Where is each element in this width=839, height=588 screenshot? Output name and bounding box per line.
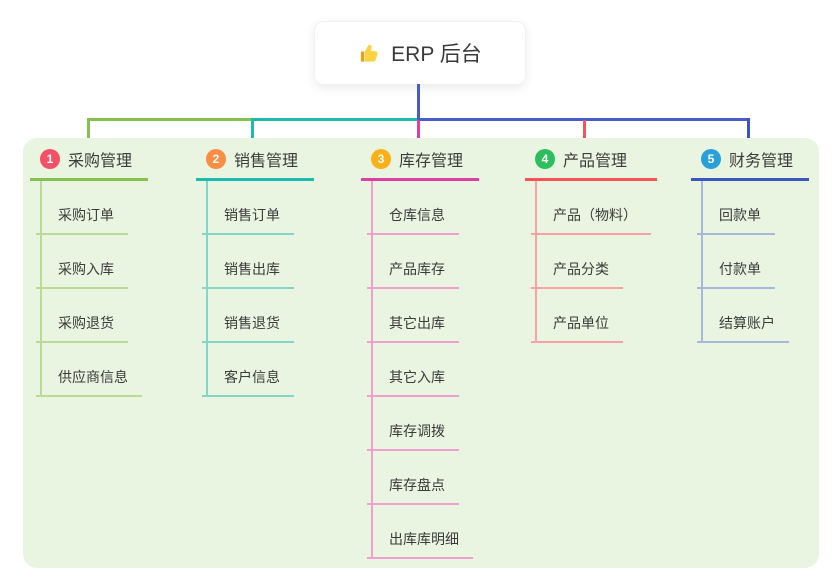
connector-drop-branch5 [747,118,750,145]
child-node-label: 结算账户 [697,313,789,343]
child-node-label: 出库库明细 [367,529,473,559]
child-node[interactable]: 库存调拨 [367,397,479,451]
branch-children: 产品（物料） 产品分类产品单位 [531,181,657,343]
root-node[interactable]: ERP 后台 [314,21,526,85]
connector-horizontal-branch1 [87,118,253,121]
child-node-label: 销售出库 [202,259,294,289]
connector-drop-branch3 [417,120,420,145]
child-node[interactable]: 销售退货 [202,289,314,343]
child-node-label: 其它出库 [367,313,459,343]
child-node-label: 库存盘点 [367,475,459,505]
connector-drop-branch1 [87,118,90,145]
child-node[interactable]: 销售出库 [202,235,314,289]
child-node[interactable]: 仓库信息 [367,181,479,235]
branch-column-2: 2 销售管理 销售订单销售出库销售退货客户信息 [196,147,314,397]
thumbs-up-icon [361,44,378,62]
connector-drop-branch2 [251,118,254,145]
child-node-label: 产品库存 [367,259,459,289]
branch-title[interactable]: 3 库存管理 [361,147,479,181]
branch-column-5: 5 财务管理 回款单付款单结算账户 [691,147,809,343]
child-node[interactable]: 销售订单 [202,181,314,235]
child-node-label: 库存调拨 [367,421,459,451]
branch-children: 回款单付款单结算账户 [697,181,809,343]
child-node[interactable]: 采购入库 [36,235,148,289]
badge-number: 2 [206,149,226,169]
connector-drop-branch4 [583,120,586,145]
badge-number: 3 [371,149,391,169]
root-label: ERP 后台 [391,43,482,66]
child-node[interactable]: 付款单 [697,235,809,289]
branch-title-label: 财务管理 [729,153,794,170]
child-node[interactable]: 出库库明细 [367,505,479,559]
child-node[interactable]: 采购退货 [36,289,148,343]
child-node-label: 采购订单 [36,205,128,235]
badge-number: 5 [701,149,721,169]
branch-title[interactable]: 1 采购管理 [30,147,148,181]
child-node[interactable]: 其它入库 [367,343,479,397]
branch-title[interactable]: 4 产品管理 [525,147,657,181]
branch-title-label: 采购管理 [68,153,133,170]
child-node[interactable]: 结算账户 [697,289,809,343]
child-node-label: 回款单 [697,205,775,235]
branch-title-label: 库存管理 [399,153,464,170]
child-node-label: 销售订单 [202,205,294,235]
child-node[interactable]: 产品库存 [367,235,479,289]
connector-root-vertical [417,84,420,119]
connector-horizontal-right [417,118,750,121]
child-node-label: 销售退货 [202,313,294,343]
child-node-label: 产品单位 [531,313,623,343]
child-node-label: 产品分类 [531,259,623,289]
child-node-label: 产品（物料） [531,205,651,235]
child-node-label: 付款单 [697,259,775,289]
child-node[interactable]: 采购订单 [36,181,148,235]
branch-children: 仓库信息产品库存其它出库其它入库库存调拨库存盘点出库库明细 [367,181,479,559]
child-node[interactable]: 回款单 [697,181,809,235]
child-node-label: 供应商信息 [36,367,142,397]
branch-children: 采购订单采购入库采购退货供应商信息 [36,181,148,397]
branch-children: 销售订单销售出库销售退货客户信息 [202,181,314,397]
branch-title[interactable]: 2 销售管理 [196,147,314,181]
branch-title-label: 销售管理 [234,153,299,170]
branch-column-1: 1 采购管理 采购订单采购入库采购退货供应商信息 [30,147,148,397]
child-node[interactable]: 产品（物料） [531,181,657,235]
branch-title-label: 产品管理 [563,153,628,170]
child-node[interactable]: 库存盘点 [367,451,479,505]
child-node[interactable]: 产品分类 [531,235,657,289]
child-node-label: 其它入库 [367,367,459,397]
child-node[interactable]: 客户信息 [202,343,314,397]
branch-column-3: 3 库存管理 仓库信息产品库存其它出库其它入库库存调拨库存盘点出库库明细 [361,147,479,559]
branch-column-4: 4 产品管理 产品（物料） 产品分类产品单位 [525,147,657,343]
connector-horizontal-branch2 [251,118,419,121]
child-node-label: 客户信息 [202,367,294,397]
badge-number: 4 [535,149,555,169]
child-node-label: 采购退货 [36,313,128,343]
canvas-panel [23,138,819,568]
child-node[interactable]: 产品单位 [531,289,657,343]
child-node[interactable]: 供应商信息 [36,343,148,397]
branch-title[interactable]: 5 财务管理 [691,147,809,181]
child-node-label: 采购入库 [36,259,128,289]
badge-number: 1 [40,149,60,169]
child-node[interactable]: 其它出库 [367,289,479,343]
child-node-label: 仓库信息 [367,205,459,235]
